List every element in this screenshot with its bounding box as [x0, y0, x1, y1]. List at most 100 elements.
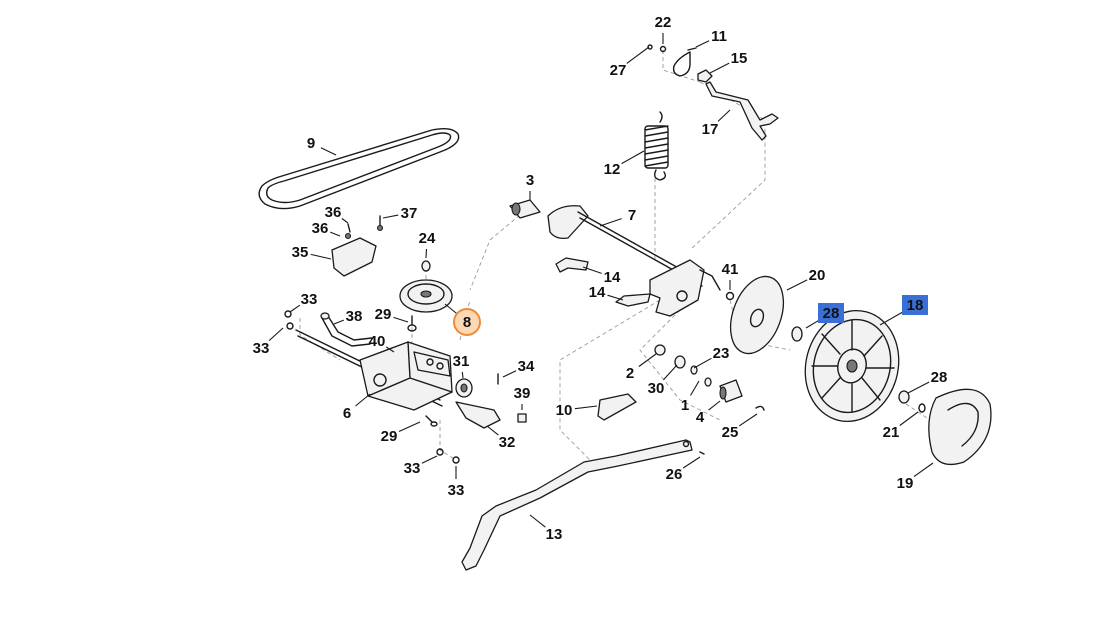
callout-c37[interactable]: 37	[382, 205, 417, 222]
callout-leader-line	[341, 218, 349, 224]
callout-c14b[interactable]: 14	[589, 284, 624, 301]
callout-c23[interactable]: 23	[693, 345, 729, 369]
callout-c30[interactable]: 30	[648, 364, 678, 397]
callout-leader-line	[690, 380, 700, 396]
callout-c22[interactable]: 22	[655, 14, 672, 44]
callout-leader-line	[695, 40, 710, 48]
callout-c34[interactable]: 34	[502, 358, 535, 378]
callout-leader-line	[626, 46, 650, 64]
callout-leader-line	[599, 218, 622, 227]
callout-leader-line	[717, 109, 731, 122]
callout-leader-line	[425, 248, 428, 259]
washer-part-28a	[791, 326, 803, 342]
callout-leader-line	[913, 462, 934, 478]
callout-c36a[interactable]: 36	[325, 204, 349, 224]
washer-part-23	[690, 365, 698, 375]
pipe-part-38	[320, 312, 373, 347]
callout-c19[interactable]: 19	[897, 462, 934, 492]
callout-c32[interactable]: 32	[486, 425, 516, 451]
callout-leader-line	[486, 425, 499, 436]
callout-c13[interactable]: 13	[529, 514, 562, 543]
highlight-box	[902, 295, 928, 315]
callout-c29a[interactable]: 29	[375, 306, 409, 323]
callout-label: 34	[518, 358, 535, 375]
callout-c11[interactable]: 11	[695, 28, 727, 48]
callout-label: 33	[448, 482, 465, 499]
callout-label: 36	[312, 220, 329, 237]
callout-c15[interactable]: 15	[709, 50, 748, 74]
washer-part-2	[654, 344, 666, 356]
callout-c35[interactable]: 35	[292, 244, 332, 261]
callout-c7[interactable]: 7	[599, 207, 636, 227]
callout-label: 7	[628, 207, 636, 224]
callout-c17[interactable]: 17	[702, 109, 731, 138]
callout-label: 32	[499, 434, 516, 451]
washer-part-33c	[436, 448, 444, 456]
callout-c26[interactable]: 26	[666, 456, 701, 483]
callout-c39[interactable]: 39	[514, 385, 531, 410]
washer-part-28b	[898, 390, 910, 404]
callout-c36b[interactable]: 36	[312, 220, 341, 237]
callout-label: 17	[702, 121, 719, 138]
gearbox-part-6	[295, 329, 453, 411]
callout-c29b[interactable]: 29	[381, 421, 421, 445]
callout-c33a[interactable]: 33	[289, 291, 317, 313]
callout-c31[interactable]: 31	[453, 353, 470, 379]
callout-c33d[interactable]: 33	[448, 466, 465, 499]
callout-leader-line	[333, 319, 345, 325]
callout-leader-line	[682, 456, 701, 469]
callout-label: 4	[696, 409, 705, 426]
callout-c4[interactable]: 4	[696, 400, 721, 426]
washer-part-41	[725, 291, 735, 301]
callout-c6[interactable]: 6	[343, 393, 371, 422]
callout-c1[interactable]: 1	[681, 380, 700, 414]
bushing-part-3	[509, 199, 541, 219]
washer-part-33d	[452, 456, 460, 464]
spring-part-12	[644, 111, 669, 181]
callout-leader-line	[574, 405, 598, 410]
callout-c33c[interactable]: 33	[404, 455, 438, 477]
callout-c41[interactable]: 41	[722, 261, 739, 290]
callout-label: 31	[453, 353, 470, 370]
callout-label: 39	[514, 385, 531, 402]
callout-c20[interactable]: 20	[786, 267, 825, 291]
callout-c3[interactable]: 3	[526, 172, 534, 200]
pedal-part-32	[455, 401, 501, 429]
callout-leader-line	[638, 353, 657, 367]
upper-linkage-parts	[647, 44, 779, 141]
callout-c10[interactable]: 10	[556, 402, 598, 419]
callout-label: 3	[526, 172, 534, 189]
highlight-box	[818, 303, 844, 323]
callout-c25[interactable]: 25	[722, 413, 758, 441]
callout-label: 18	[907, 297, 924, 314]
wheel-cover-part-19	[928, 388, 992, 466]
callout-leader-line	[461, 371, 464, 379]
callout-leader-line	[708, 400, 721, 411]
callout-c21[interactable]: 21	[883, 411, 919, 441]
callout-c38[interactable]: 38	[333, 308, 362, 325]
callout-leader-line	[899, 411, 919, 426]
callout-c40[interactable]: 40	[369, 333, 395, 353]
callout-label: 14	[589, 284, 606, 301]
callout-leader-line	[289, 304, 301, 313]
callout-c2[interactable]: 2	[626, 353, 657, 382]
callout-label: 15	[731, 50, 748, 67]
callout-c12[interactable]: 12	[604, 150, 645, 178]
callout-c18[interactable]: 18	[879, 295, 928, 326]
highlight-circle	[453, 308, 481, 336]
callout-c14a[interactable]: 14	[582, 266, 621, 286]
callout-label: 6	[343, 405, 351, 422]
callout-c28b[interactable]: 28	[907, 369, 947, 394]
callout-c9[interactable]: 9	[307, 135, 337, 156]
callout-c27[interactable]: 27	[610, 46, 650, 79]
screw-part-29b	[425, 415, 438, 427]
callout-c24[interactable]: 24	[419, 230, 436, 259]
callout-c33b[interactable]: 33	[253, 327, 284, 357]
callout-leader-line	[355, 393, 371, 407]
callout-c8[interactable]: 8	[444, 303, 481, 336]
clip-part-25	[755, 405, 765, 411]
callout-label: 22	[655, 14, 672, 31]
callout-c28a[interactable]: 28	[805, 303, 844, 329]
